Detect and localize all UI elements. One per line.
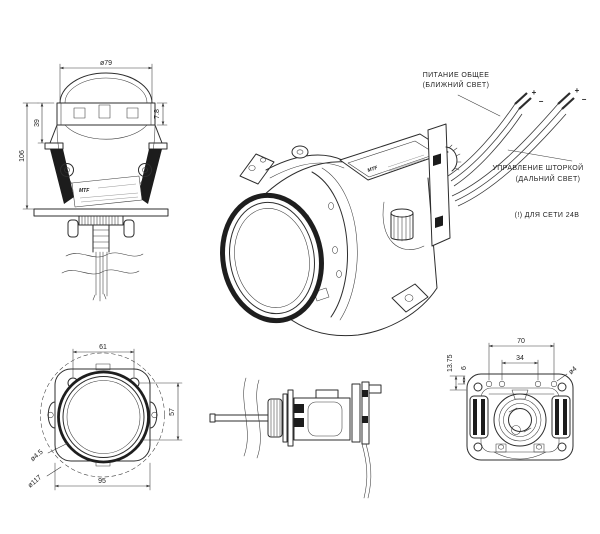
left-clip — [469, 395, 489, 439]
callout-power-line1: ПИТАНИЕ ОБЩЕЕ — [423, 72, 490, 79]
dim-rear-hole-diameter: ø4 — [568, 365, 579, 376]
shutter-leader — [507, 149, 573, 162]
spec-label — [71, 175, 143, 208]
dim-total-height: 106 — [19, 150, 26, 162]
dim-plate-width: 95 — [98, 478, 106, 485]
dim-span-inner: 34 — [516, 355, 524, 362]
mount-view: 61 57 95 ø4.5 ø117 — [27, 344, 183, 491]
wire2-plus: + — [575, 86, 580, 95]
side-wire — [243, 377, 248, 457]
bracket-plate — [339, 133, 449, 181]
rear-plate — [427, 123, 451, 247]
dim-hole-diameter: ø4.5 — [29, 449, 44, 463]
dim-lens-offset: 39 — [34, 119, 41, 127]
callout-shutter-line1: УПРАВЛЕНИЕ ШТОРКОЙ — [492, 163, 583, 172]
dim-bezel-height: 7.8 — [154, 109, 161, 119]
knurled-nut — [267, 398, 283, 438]
lens-dome — [59, 72, 153, 104]
front-label-logo: MTF — [79, 188, 90, 194]
iso-label-logo: MTF — [367, 165, 380, 174]
lens-front — [57, 370, 150, 464]
dim-hole-span-x: 61 — [99, 344, 107, 351]
dim-hole-span-y: 57 — [169, 408, 176, 416]
rear-view: 70 34 ø4 13.75 6 — [447, 338, 579, 461]
left-strap — [50, 149, 74, 204]
dim-offset-a: 13.75 — [447, 354, 454, 372]
bulb-socket — [493, 393, 547, 447]
bezel-band — [56, 102, 156, 126]
front-wires — [95, 251, 108, 298]
front-view: MTF ø79 7.8 39 106 — [19, 60, 169, 302]
shutter-wires — [451, 92, 575, 207]
right-strap — [138, 149, 162, 204]
break-line — [65, 252, 144, 258]
side-view — [209, 377, 382, 499]
adjuster-nut — [390, 208, 414, 218]
wire1-plus: + — [532, 88, 537, 97]
pivot-bolt — [291, 145, 309, 159]
wire2-minus: − — [582, 95, 587, 104]
iso-view: MTF — [220, 72, 587, 337]
power-leader — [457, 94, 501, 117]
note-24v: (!) ДЛЯ СЕТИ 24В — [515, 212, 580, 219]
callout-power-line2: (БЛИЖНИЙ СВЕТ) — [423, 80, 490, 89]
wire1-minus: − — [539, 97, 544, 106]
dim-lens-diameter: ø79 — [100, 60, 112, 67]
rear-body — [466, 373, 574, 461]
dim-outer-diameter: ø117 — [27, 474, 43, 489]
outer-diameter-circle — [40, 352, 165, 478]
projector-lens — [220, 192, 324, 324]
dim-offset-b: 6 — [461, 366, 468, 370]
power-wires — [447, 92, 532, 187]
right-clip — [551, 395, 571, 439]
dim-span-outer: 70 — [517, 338, 525, 345]
callout-shutter-line2: (ДАЛЬНИЙ СВЕТ) — [516, 174, 581, 183]
